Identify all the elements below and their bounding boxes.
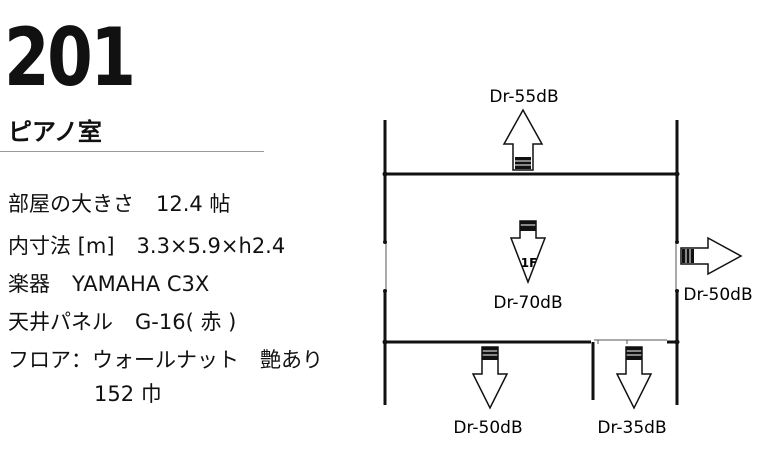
spec-floor-width: 152 巾 (94, 382, 162, 406)
spec-value: ウォールナット 艶あり (92, 348, 323, 372)
db-label-bottom-right: Dr-35dB (597, 418, 666, 438)
spec-label: 部屋の大きさ (8, 192, 134, 216)
arrow-down-icon (615, 346, 653, 410)
arrow-down-icon: 1F (509, 220, 547, 285)
arrow-down-icon (471, 346, 509, 410)
arrow-right-icon (680, 236, 743, 276)
floor-label: 1F (521, 256, 538, 270)
db-label-top: Dr-55dB (489, 87, 558, 107)
spec-label: 楽器 (8, 272, 50, 296)
divider (0, 151, 264, 152)
room-name: ピアノ室 (8, 118, 102, 146)
spec-value: 12.4 帖 (156, 192, 231, 216)
plan-openings (385, 242, 677, 344)
plan-walls (383, 120, 679, 405)
plan-junctions (382, 171, 680, 345)
db-label-bottom-left: Dr-50dB (453, 418, 522, 438)
spec-label: 天井パネル (8, 310, 113, 334)
spec-floor: フロア：ウォールナット 艶あり (8, 344, 323, 374)
spec-label: フロア： (8, 348, 92, 372)
db-label-right: Dr-50dB (683, 285, 752, 305)
spec-label: 内寸法 [m] (8, 234, 115, 258)
spec-value: YAMAHA C3X (72, 272, 210, 296)
room-number: 201 (4, 11, 136, 104)
spec-ceiling-panel: 天井パネル G-16( 赤 ) (8, 306, 236, 336)
spec-room-size: 部屋の大きさ 12.4 帖 (8, 188, 230, 218)
spec-instrument: 楽器 YAMAHA C3X (8, 268, 209, 298)
db-label-center: Dr-70dB (493, 293, 562, 313)
spec-value: G-16( 赤 ) (135, 310, 237, 334)
spec-value: 3.3×5.9×h2.4 (136, 234, 286, 258)
spec-dimensions: 内寸法 [m] 3.3×5.9×h2.4 (8, 230, 285, 260)
arrow-up-icon (502, 108, 544, 171)
